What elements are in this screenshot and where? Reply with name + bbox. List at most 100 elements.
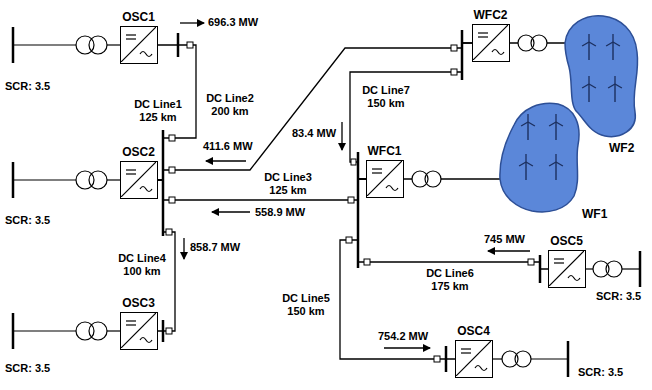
dc-sign (126, 324, 136, 325)
wind-farm-outline (500, 100, 582, 215)
dc-terminal (434, 356, 440, 362)
node-name: OSC5 (550, 235, 583, 248)
turbine-blade (613, 42, 620, 46)
ac-line (493, 358, 502, 359)
transformer-winding (89, 322, 107, 340)
dc-sign (478, 32, 488, 33)
turbine-mast (525, 162, 526, 180)
short-circuit-ratio: SCR: 3.5 (596, 290, 641, 303)
transformer-ground (89, 171, 107, 189)
power-flow-arrow (206, 160, 246, 161)
power-flow-arrow (341, 122, 342, 150)
node-name: OSC1 (122, 11, 155, 24)
converter-box: OSC5 (548, 250, 586, 288)
dc-terminal (528, 259, 534, 265)
dc-sign (554, 258, 564, 259)
dc-bus (539, 255, 542, 283)
wind-farm-area (500, 103, 579, 212)
line-label: DC Line5 150 km (276, 292, 336, 318)
ac-line (586, 268, 593, 269)
dc-sign (554, 262, 564, 263)
converter-symbol (121, 27, 156, 62)
converter-symbol (121, 313, 156, 348)
converter-diagonal (473, 25, 508, 60)
power-flow-value: 83.4 MW (292, 127, 336, 140)
ac-sign (140, 338, 152, 343)
turbine-blade (588, 34, 589, 42)
turbine-mast (555, 162, 556, 180)
ac-sign (492, 50, 504, 55)
converter-symbol (121, 162, 156, 197)
converter-diagonal (121, 313, 156, 348)
dc-terminal (169, 167, 175, 173)
turbine-blade (549, 162, 556, 166)
converter-box: OSC4 (455, 340, 493, 378)
transformer-winding (425, 171, 441, 187)
line-label: DC Line3 125 km (258, 171, 318, 197)
dc-line (158, 179, 366, 200)
dc-bus (445, 346, 448, 372)
turbine-blade (556, 162, 563, 166)
converter-diagonal (456, 341, 491, 376)
converter-box: OSC2 (120, 161, 158, 199)
ac-line (13, 179, 76, 180)
transformer-ground (89, 36, 107, 54)
dc-terminal (169, 197, 175, 203)
turbine-blade (589, 42, 596, 46)
line-label: DC Line6 175 km (420, 267, 480, 293)
transformer-winding (89, 36, 107, 54)
dc-sign (461, 348, 471, 349)
converter-box: OSC1 (120, 26, 158, 64)
ac-sign (475, 366, 487, 371)
transformer-winding (412, 171, 428, 187)
ac-line (13, 44, 76, 45)
dc-bus (162, 320, 165, 342)
short-circuit-ratio: SCR: 3.5 (578, 366, 623, 379)
dc-sign (478, 36, 488, 37)
converter-diagonal (121, 27, 156, 62)
converter-symbol (367, 161, 402, 196)
ac-line (531, 358, 568, 359)
turbine-blade (526, 162, 533, 166)
ac-line (13, 330, 76, 331)
converter-symbol (456, 341, 491, 376)
short-circuit-ratio: SCR: 3.5 (5, 214, 50, 227)
converter-diagonal (121, 162, 156, 197)
dc-bus (357, 152, 360, 268)
dc-sign (126, 38, 136, 39)
turbine-blade (555, 154, 556, 162)
turbine-blade (608, 84, 615, 88)
ac-grid (13, 27, 640, 377)
dc-sign (126, 34, 136, 35)
dc-terminal (166, 42, 534, 362)
dc-terminal (166, 229, 172, 235)
ac-line (107, 330, 120, 331)
dc-bus (163, 30, 540, 372)
power-flow-value: 558.9 MW (255, 206, 305, 219)
turbine-blade (519, 162, 526, 166)
dc-sign (372, 172, 382, 173)
short-circuit-ratio: SCR: 3.5 (5, 80, 50, 93)
turbine-blade (615, 84, 622, 88)
transformer-ground (76, 35, 622, 367)
node-name: WFC2 (474, 9, 508, 22)
dc-terminal (169, 135, 175, 141)
turbine-mast (588, 42, 589, 60)
transformer-winding (531, 35, 547, 51)
power-flow-value: 858.7 MW (190, 241, 240, 254)
ac-sign (140, 52, 152, 57)
dc-sign (126, 173, 136, 174)
dc-terminal (187, 42, 193, 48)
power-flow-arrow (180, 22, 204, 23)
turbine-blade (525, 154, 526, 162)
node-name: OSC2 (122, 146, 155, 159)
transformer-symbol (76, 35, 622, 367)
dc-terminal (351, 159, 356, 165)
transformer-ground (89, 322, 107, 340)
dc-terminal (451, 45, 457, 51)
converter-symbol (473, 25, 508, 60)
ac-line (107, 179, 120, 180)
turbine-blade (556, 122, 563, 126)
dc-bus (162, 130, 165, 236)
